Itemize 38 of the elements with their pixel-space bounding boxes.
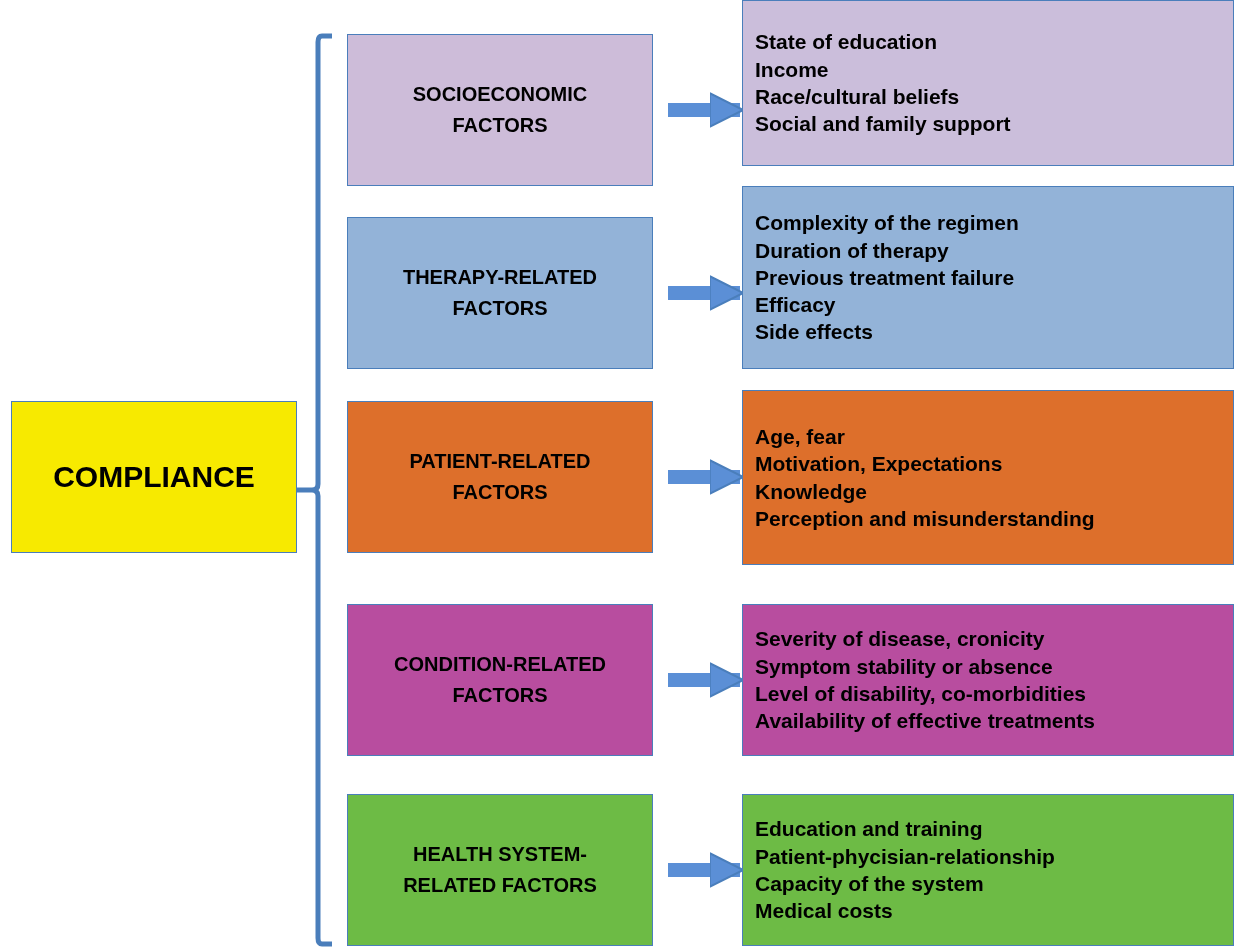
list-item: Income bbox=[755, 56, 830, 83]
factor-label: PATIENT-RELATED FACTORS bbox=[408, 449, 592, 505]
factor-list-box bbox=[742, 794, 1234, 946]
main-box bbox=[11, 401, 297, 553]
list-item: Level of disability, co-morbidities bbox=[755, 681, 1087, 707]
list-item: Efficacy bbox=[755, 292, 837, 319]
list-item: Age, fear bbox=[755, 423, 846, 450]
list-item: Patient-phycisian-relationship bbox=[755, 843, 1056, 870]
factor-box bbox=[347, 794, 653, 946]
list-item: Previous treatment failure bbox=[755, 264, 1016, 291]
list-item: Complexity of the regimen bbox=[755, 210, 1020, 237]
list-item: Side effects bbox=[755, 319, 874, 346]
list-item: State of education bbox=[755, 29, 939, 56]
factor-label: SOCIOECONOMIC FACTORS bbox=[411, 82, 589, 138]
list-item: Capacity of the system bbox=[755, 871, 985, 897]
list-item: Social and family support bbox=[755, 111, 1012, 138]
factor-label: HEALTH SYSTEM-RELATED FACTORS bbox=[402, 842, 598, 898]
list-item: Symptom stability or absence bbox=[755, 653, 1054, 680]
list-item: Severity of disease, cronicity bbox=[755, 626, 1046, 653]
main-label: COMPLIANCE bbox=[53, 458, 255, 495]
list-item: Medical costs bbox=[755, 898, 894, 925]
list-item: Availability of effective treatments bbox=[755, 708, 1096, 735]
list-item: Knowledge bbox=[755, 478, 868, 505]
factor-box bbox=[347, 401, 653, 553]
factor-list-box bbox=[742, 186, 1234, 369]
factor-list-box bbox=[742, 0, 1234, 166]
factor-box bbox=[347, 34, 653, 186]
factor-box bbox=[347, 604, 653, 756]
list-item: Perception and misunderstanding bbox=[755, 505, 1096, 532]
factor-list-box bbox=[742, 604, 1234, 756]
factor-box bbox=[347, 217, 653, 369]
list-item: Education and training bbox=[755, 816, 984, 843]
list-item: Race/cultural beliefs bbox=[755, 84, 961, 110]
factor-list-box bbox=[742, 390, 1234, 565]
factor-label: THERAPY-RELATED FACTORS bbox=[401, 265, 599, 321]
factor-label: CONDITION-RELATED FACTORS bbox=[393, 652, 607, 708]
list-item: Motivation, Expectations bbox=[755, 451, 1004, 478]
list-item: Duration of therapy bbox=[755, 237, 950, 264]
